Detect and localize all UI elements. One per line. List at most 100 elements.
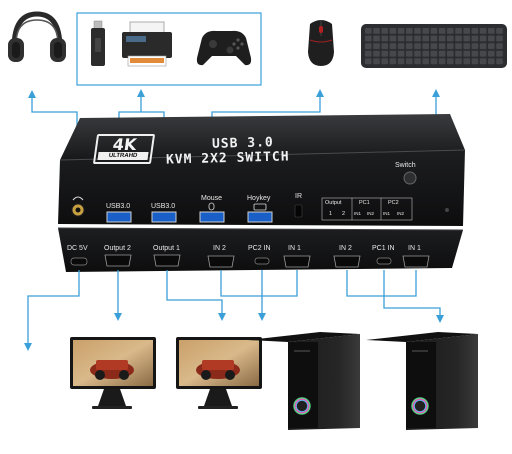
hdmi-pc1-in1 <box>402 255 430 268</box>
keyboard-key <box>488 50 495 57</box>
keyboard-key <box>471 58 479 65</box>
hotkey-usb-port <box>247 211 273 223</box>
led-pc1-in2: IN2 <box>367 211 375 216</box>
keyboard-key <box>496 35 503 42</box>
keyboard-key <box>381 58 388 65</box>
rear-panel-ports <box>70 254 430 268</box>
pc1-in2-label: IN 2 <box>339 245 352 252</box>
keyboard-key <box>373 50 380 57</box>
keyboard-key <box>455 43 462 49</box>
keyboard-key <box>447 43 454 49</box>
usb-port-2 <box>151 211 177 223</box>
keyboard-key <box>471 35 479 42</box>
keyboard-small-icon <box>253 203 267 211</box>
keyboard-key <box>365 28 372 34</box>
led-output-2: 2 <box>342 211 346 217</box>
dc-port <box>70 257 88 266</box>
pc-tower-icon <box>248 332 360 430</box>
keyboard-key <box>430 43 438 49</box>
hdmi-output-2 <box>104 254 132 267</box>
ir-label: IR <box>295 193 302 200</box>
keyboard-key <box>406 43 413 49</box>
usb-port-1-label: USB3.0 <box>106 203 131 210</box>
keyboard-key <box>479 58 487 65</box>
keyboard-key <box>381 50 388 57</box>
keyboard-key <box>389 35 397 42</box>
keyboard-key <box>430 58 438 65</box>
keyboard-key <box>488 58 495 65</box>
keyboard-key <box>471 50 479 57</box>
keyboard-key <box>438 50 446 57</box>
keyboard-key <box>414 35 421 42</box>
badge-4k-text: 4K <box>111 135 138 154</box>
keyboard-key <box>496 50 503 57</box>
keyboard-key <box>406 58 413 65</box>
keyboard-key <box>414 50 421 57</box>
screw <box>445 208 449 212</box>
monitor-icon <box>70 337 156 409</box>
keyboard-key <box>397 35 405 42</box>
kvm-switch-top-unit <box>58 114 466 226</box>
keyboard-key <box>496 28 503 34</box>
led-pc2-in2: IN2 <box>397 211 405 216</box>
output2-label: Output 2 <box>104 245 131 252</box>
usb-c-pc2-in <box>254 257 270 265</box>
keyboard-key <box>397 50 405 57</box>
keyboard-key <box>397 28 405 34</box>
keyboard-key <box>381 35 388 42</box>
keyboard-key <box>389 43 397 49</box>
keyboard-key <box>488 28 495 34</box>
ir-receiver <box>294 204 303 218</box>
audio-jack-hole <box>75 207 81 213</box>
pc2-in1-label: IN 1 <box>288 245 301 252</box>
pc1-in1-label: IN 1 <box>408 245 421 252</box>
hdmi-output-1 <box>153 254 181 267</box>
keyboard-key <box>430 35 438 42</box>
mouse-small-icon <box>208 202 215 211</box>
keyboard-key <box>455 58 462 65</box>
keyboard-key <box>455 35 462 42</box>
usb-flash-drive-icon <box>91 20 105 66</box>
keyboard-key <box>447 50 454 57</box>
peripheral-group-box <box>76 12 262 86</box>
device-title-line1: USB 3.0 <box>211 135 274 152</box>
output1-label: Output 1 <box>153 245 180 252</box>
mouse-port-label: Mouse <box>201 195 223 202</box>
keyboard-key <box>389 28 397 34</box>
keyboard-key <box>381 43 388 49</box>
switch-label: Switch <box>395 162 416 169</box>
keyboard-key <box>422 43 429 49</box>
keyboard-key <box>463 43 470 49</box>
keyboard-key <box>414 58 421 65</box>
keyboard-key <box>373 58 380 65</box>
led-pc2-label: PC2 <box>388 200 399 206</box>
keyboard-key <box>373 35 380 42</box>
status-led-panel <box>321 197 413 221</box>
ultra-hd-badge: 4K ULTRAHD <box>92 134 156 164</box>
pc-tower-icon <box>366 332 478 430</box>
keyboard-key <box>422 35 429 42</box>
keyboard-key <box>479 43 487 49</box>
keyboard-key <box>365 35 372 42</box>
keyboard-key <box>381 28 388 34</box>
hdmi-pc2-in1 <box>283 255 311 268</box>
keyboard-key <box>422 50 429 57</box>
keyboard-key <box>438 35 446 42</box>
switch-button <box>403 171 417 185</box>
led-pc1-in1: IN1 <box>354 211 362 216</box>
pc2-in2-label: IN 2 <box>213 245 226 252</box>
monitor-icon <box>176 337 262 409</box>
headphones-icon <box>8 11 66 62</box>
keyboard-key <box>373 28 380 34</box>
keyboard-key <box>438 28 446 34</box>
keyboard-key <box>479 50 487 57</box>
pc1-in-label: PC1 IN <box>372 245 395 252</box>
keyboard-key <box>488 35 495 42</box>
badge-sub-text: ULTRAHD <box>97 152 149 160</box>
led-output-1: 1 <box>329 211 333 217</box>
front-panel-ports <box>71 171 449 223</box>
keyboard-key <box>414 43 421 49</box>
keyboard-key <box>438 43 446 49</box>
led-output-label: Output <box>325 200 342 206</box>
